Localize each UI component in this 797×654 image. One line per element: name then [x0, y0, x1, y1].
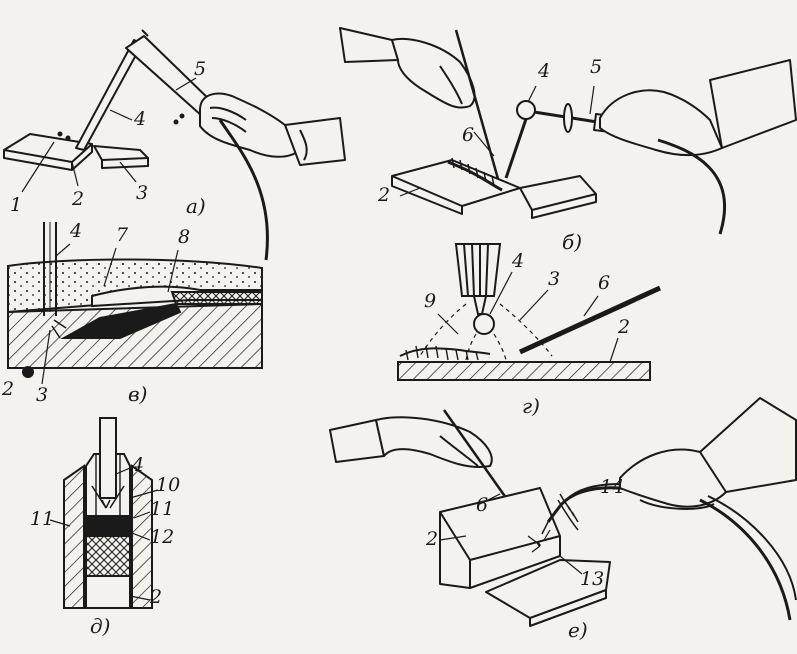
label-b-5: 5 [590, 56, 603, 78]
label-g-6: 6 [598, 272, 611, 294]
label-a-1: 1 [10, 194, 23, 216]
label-g-3: 3 [548, 268, 561, 290]
label-a-2: 2 [72, 188, 85, 210]
label-v-3: 3 [36, 384, 49, 406]
label-e-13: 13 [580, 568, 605, 590]
label-g-2: 2 [618, 316, 631, 338]
label-e-6: 6 [476, 494, 489, 516]
label-a-4: 4 [134, 108, 147, 130]
caption-g: г) [522, 394, 540, 418]
label-g-4: 4 [512, 250, 525, 272]
label-a-3: 3 [136, 182, 149, 204]
label-a-5: 5 [194, 58, 207, 80]
label-b-2: 2 [378, 184, 391, 206]
label-e-2: 2 [426, 528, 439, 550]
caption-d: д) [90, 614, 111, 638]
panel-b-drawing [339, 27, 797, 235]
caption-e: е) [568, 618, 588, 642]
panel-e-drawing [329, 397, 797, 627]
label-d-11-right: 11 [150, 498, 175, 520]
panel-a-drawing [3, 29, 346, 261]
label-g-9: 9 [424, 290, 437, 312]
label-d-10: 10 [156, 474, 181, 496]
label-d-11-left: 11 [30, 508, 55, 530]
label-d-2: 2 [150, 586, 163, 608]
label-v-2: 2 [2, 378, 15, 400]
label-b-6: 6 [462, 124, 475, 146]
label-d-4: 4 [132, 454, 145, 476]
panel-d-drawing [49, 417, 159, 609]
label-d-12: 12 [150, 526, 175, 548]
label-v-4: 4 [70, 220, 83, 242]
panel-g-drawing [397, 243, 662, 381]
caption-a: а) [186, 194, 206, 218]
label-v-8: 8 [178, 226, 191, 248]
panel-v-drawing [7, 222, 263, 385]
label-v-7: 7 [116, 224, 129, 246]
caption-v: в) [128, 382, 148, 406]
label-b-4: 4 [538, 60, 551, 82]
caption-b: б) [562, 230, 583, 254]
label-e-14: 14 [600, 476, 625, 498]
